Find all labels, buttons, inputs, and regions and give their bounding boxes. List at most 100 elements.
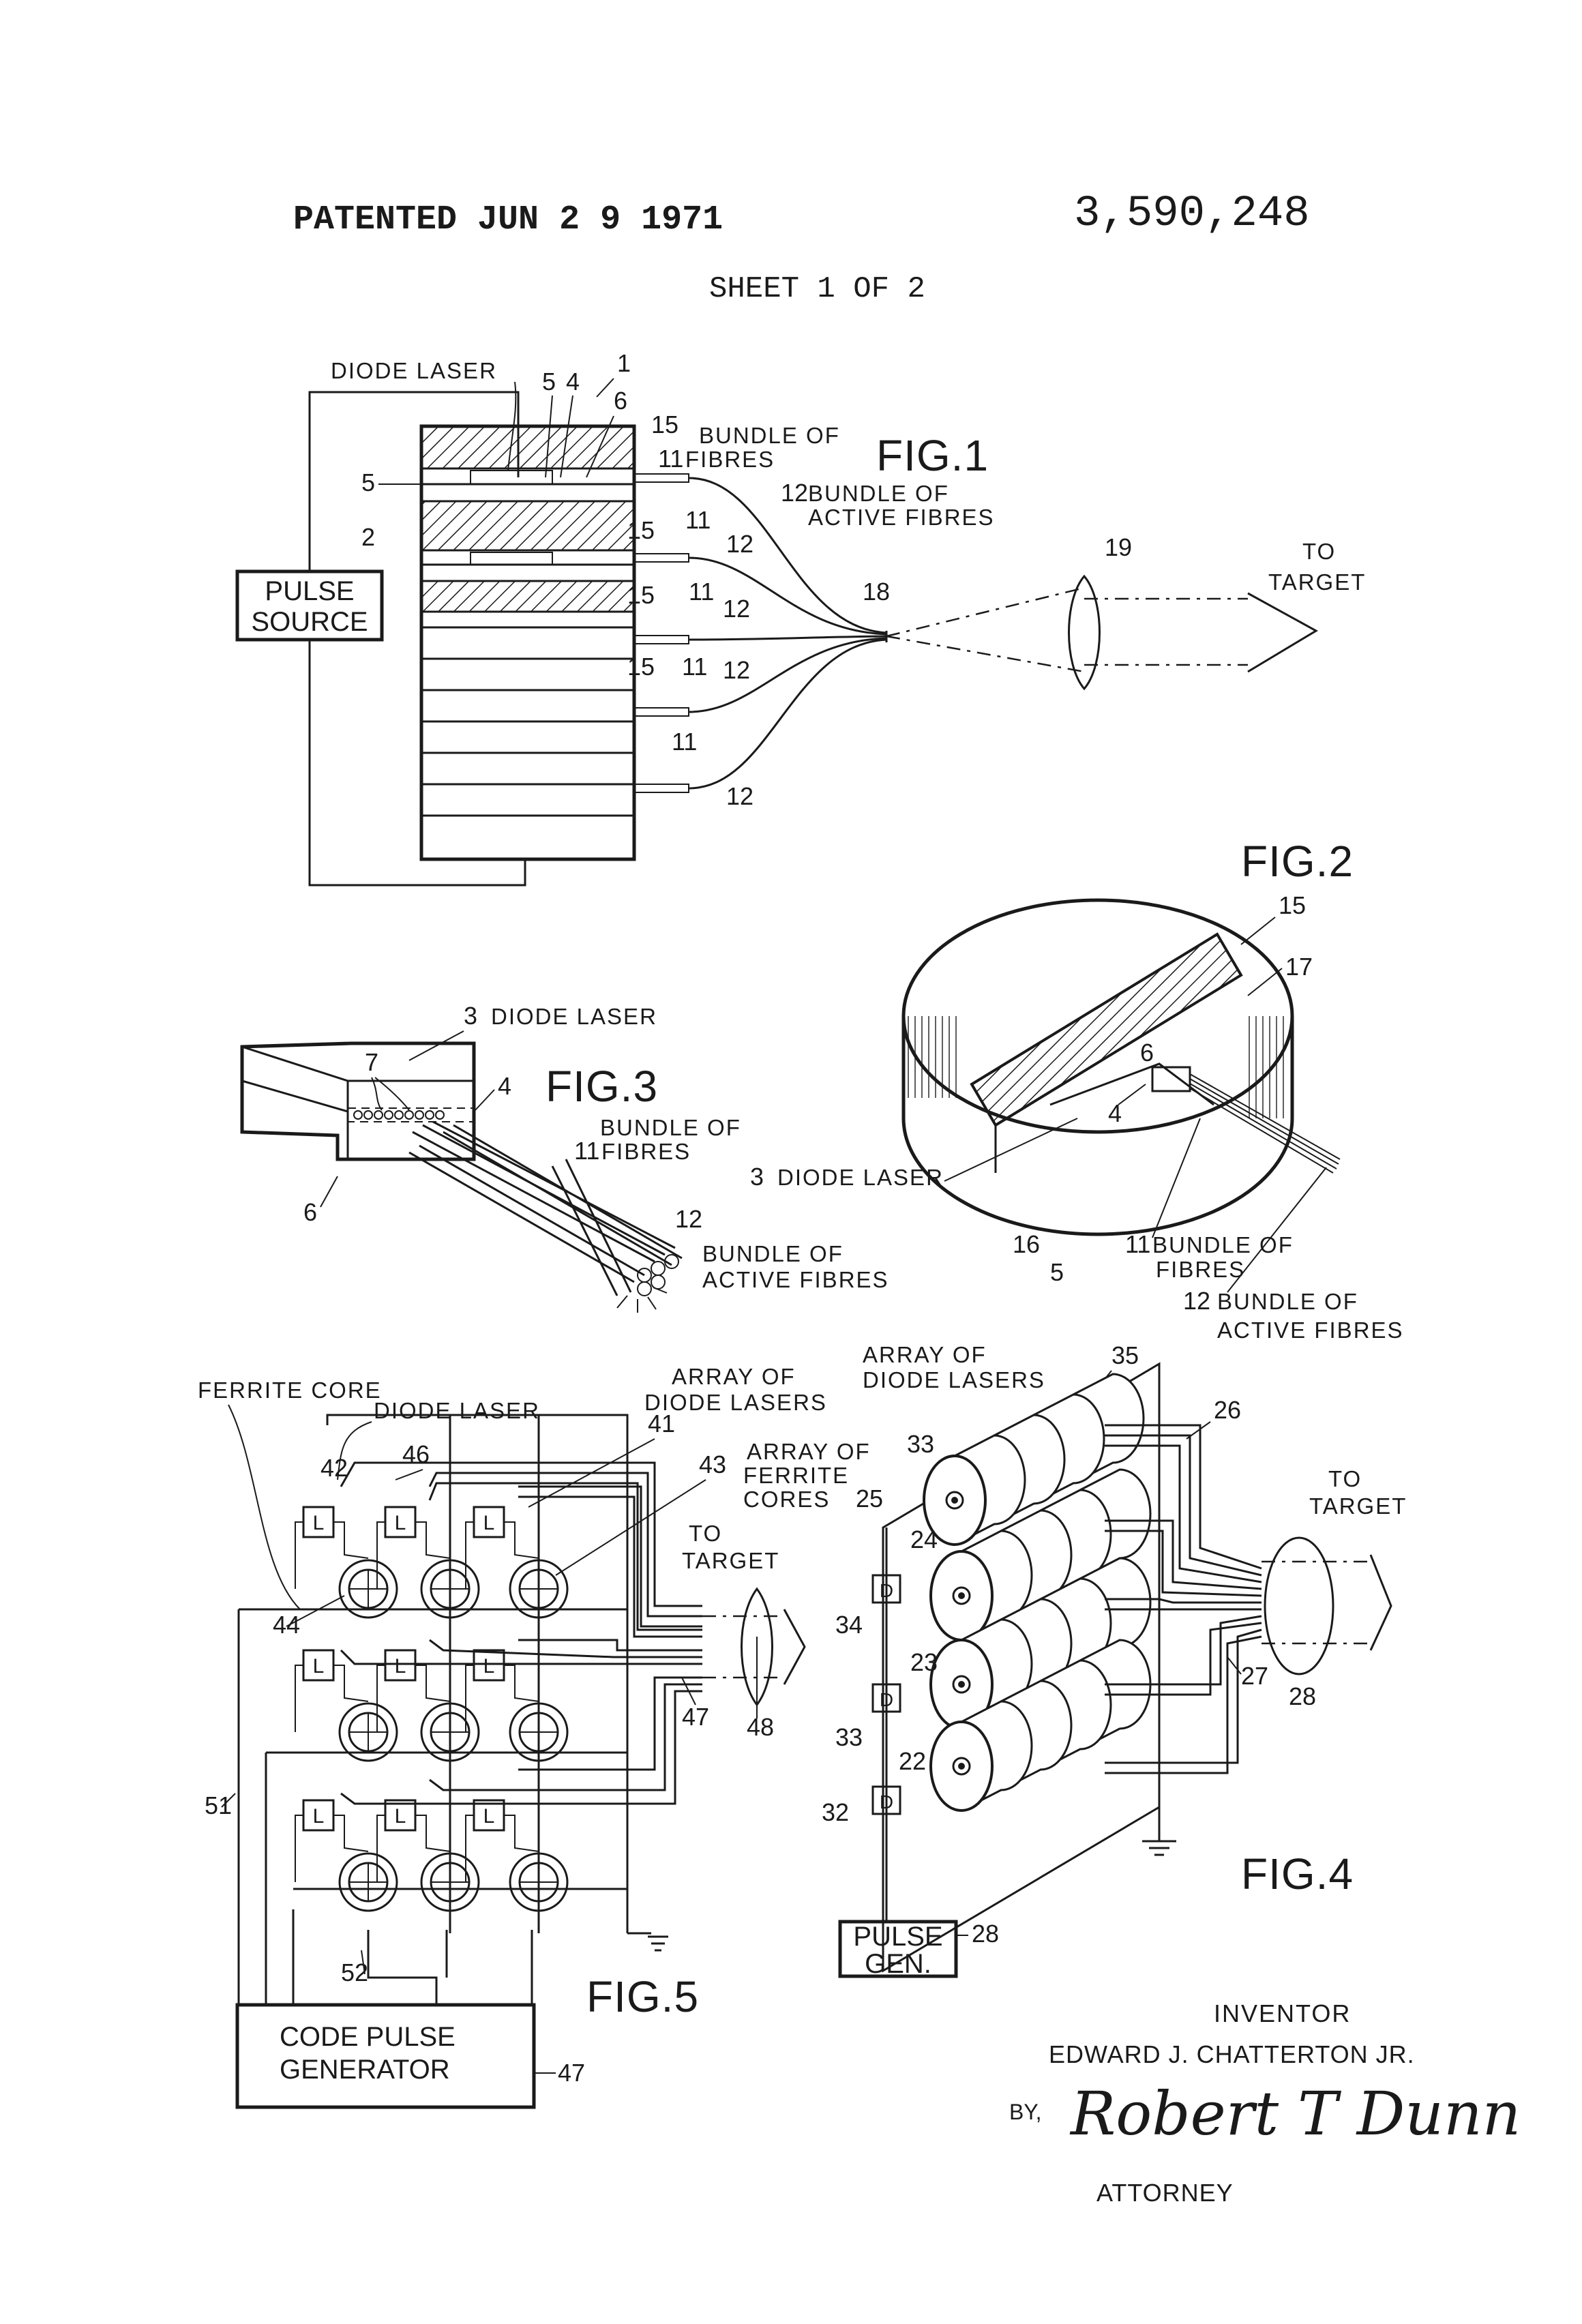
array-cores-label-2: FERRITE	[743, 1463, 849, 1488]
output-beam	[886, 588, 1316, 672]
fig1-bundle-fibres-label-2: FIBRES	[685, 447, 775, 472]
fig4-to-label: TO	[1328, 1466, 1362, 1491]
laser-symbol: L	[395, 1655, 406, 1678]
svg-text:12: 12	[675, 1205, 702, 1233]
heat-sink-top	[421, 426, 634, 468]
inventor-label: INVENTOR	[1214, 1999, 1351, 2027]
svg-text:16: 16	[1013, 1230, 1040, 1258]
svg-text:11: 11	[682, 653, 707, 681]
fig1-bundle-fibres-label-1: BUNDLE OF	[699, 423, 840, 448]
laser-symbol: L	[395, 1805, 406, 1828]
fig1-diode-laser-label: DIODE LASER	[331, 358, 497, 383]
svg-text:23: 23	[910, 1648, 938, 1676]
svg-text:43: 43	[699, 1450, 726, 1478]
pulse-gen-label-1: PULSE	[853, 1922, 942, 1952]
svg-text:5: 5	[542, 368, 556, 396]
svg-text:2: 2	[361, 523, 375, 551]
laser-stack	[421, 426, 634, 859]
svg-text:12: 12	[1183, 1287, 1210, 1315]
fig3-bundle-fibres-label-2: FIBRES	[601, 1139, 691, 1164]
svg-text:11: 11	[689, 578, 714, 606]
fig1-active-fibres-label-2: ACTIVE FIBRES	[808, 505, 995, 530]
svg-text:11: 11	[574, 1137, 599, 1165]
svg-text:34: 34	[835, 1611, 863, 1639]
figure-4: FIG.4 ARRAY OF DIODE LASERS 35 26 TO TAR…	[822, 1341, 1407, 1979]
svg-text:48: 48	[747, 1713, 774, 1741]
fig3-caption: FIG.3	[546, 1062, 658, 1111]
svg-text:15: 15	[627, 581, 655, 609]
heat-sink-wedge	[972, 934, 1241, 1125]
laser-symbol: L	[313, 1655, 325, 1678]
svg-text:11: 11	[685, 506, 711, 534]
figure-3: FIG.3 DI	[242, 1002, 889, 1313]
grid-cell: L	[466, 1800, 567, 1911]
fig4-array-label-1: ARRAY OF	[863, 1342, 987, 1367]
laser-core-grid: LLLLLLLLL	[295, 1507, 567, 1911]
fig3-active-fibres-label-1: BUNDLE OF	[702, 1241, 844, 1266]
svg-text:24: 24	[910, 1525, 938, 1553]
pulse-source-label-2: SOURCE	[251, 607, 368, 637]
grid-cell: L	[295, 1507, 397, 1618]
svg-text:D: D	[880, 1580, 893, 1601]
fig1-active-fibres-label-1: BUNDLE OF	[808, 481, 949, 506]
fibre-glow	[617, 1287, 667, 1313]
svg-text:22: 22	[899, 1747, 926, 1775]
grid-cell: L	[377, 1507, 479, 1618]
svg-text:D: D	[880, 1791, 893, 1813]
laser-symbol: L	[395, 1512, 406, 1534]
svg-text:32: 32	[822, 1798, 849, 1826]
laser-symbol: L	[313, 1805, 325, 1828]
array-lasers-label-1: ARRAY OF	[672, 1364, 796, 1389]
svg-text:12: 12	[781, 479, 808, 507]
fig5-caption: FIG.5	[586, 1972, 699, 2021]
patented-date: PATENTED JUN 2 9 1971	[293, 200, 723, 239]
diode-33: D 34	[835, 1575, 900, 1639]
laser-chip	[1152, 1067, 1190, 1091]
code-pulse-label-1: CODE PULSE	[280, 2022, 456, 2052]
svg-text:33: 33	[835, 1723, 863, 1751]
diode-31: D 32	[822, 1787, 900, 1826]
laser-symbol: L	[483, 1805, 495, 1828]
svg-text:28: 28	[972, 1920, 999, 1948]
laser-block	[242, 1043, 474, 1159]
heat-sink-low	[421, 581, 634, 612]
fig1-to-label: TO	[1302, 539, 1336, 564]
array-cores-label-1: ARRAY OF	[747, 1439, 871, 1464]
svg-text:4: 4	[498, 1072, 511, 1100]
fig5-bus-lines	[239, 1415, 668, 2005]
svg-text:11: 11	[658, 445, 683, 473]
heat-sink-mid	[421, 501, 634, 550]
fig1-target-label: TARGET	[1268, 569, 1366, 595]
active-region-dots	[354, 1111, 444, 1119]
svg-text:46: 46	[402, 1440, 430, 1468]
svg-text:12: 12	[723, 595, 750, 623]
svg-text:11: 11	[1125, 1230, 1150, 1258]
fig2-bundle-fibres-label-2: FIBRES	[1156, 1257, 1245, 1282]
grid-cell: L	[295, 1650, 397, 1761]
inventor-name: EDWARD J. CHATTERTON JR.	[1049, 2040, 1415, 2068]
svg-text:12: 12	[723, 656, 750, 684]
fig3-bundle-fibres-label-1: BUNDLE OF	[600, 1115, 741, 1140]
svg-text:6: 6	[1140, 1039, 1154, 1067]
svg-text:25: 25	[856, 1485, 883, 1513]
svg-text:15: 15	[651, 411, 678, 438]
laser-cylinders	[924, 1374, 1150, 1811]
figure-5: FIG.5 FERRITE CORE DIODE LASER ARRAY OF …	[198, 1364, 871, 2107]
svg-text:4: 4	[566, 368, 580, 396]
svg-text:18: 18	[863, 578, 890, 606]
svg-text:3: 3	[464, 1002, 477, 1030]
fig5-to-label: TO	[689, 1521, 722, 1546]
fig4-array-label-2: DIODE LASERS	[863, 1367, 1045, 1392]
grid-cell: L	[377, 1650, 479, 1761]
fig5-diode-laser-label: DIODE LASER	[374, 1398, 540, 1423]
svg-text:42: 42	[320, 1454, 348, 1482]
target-lens-27	[1265, 1538, 1333, 1674]
svg-text:12: 12	[726, 782, 753, 810]
svg-text:47: 47	[558, 2059, 585, 2087]
attorney-signature: Robert T Dunn	[1069, 2079, 1521, 2149]
laser-symbol: L	[483, 1655, 495, 1678]
grid-cell: L	[377, 1800, 479, 1911]
code-pulse-label-2: GENERATOR	[280, 2055, 450, 2085]
patent-number: 3,590,248	[1074, 190, 1310, 239]
grid-cell: L	[295, 1800, 397, 1911]
